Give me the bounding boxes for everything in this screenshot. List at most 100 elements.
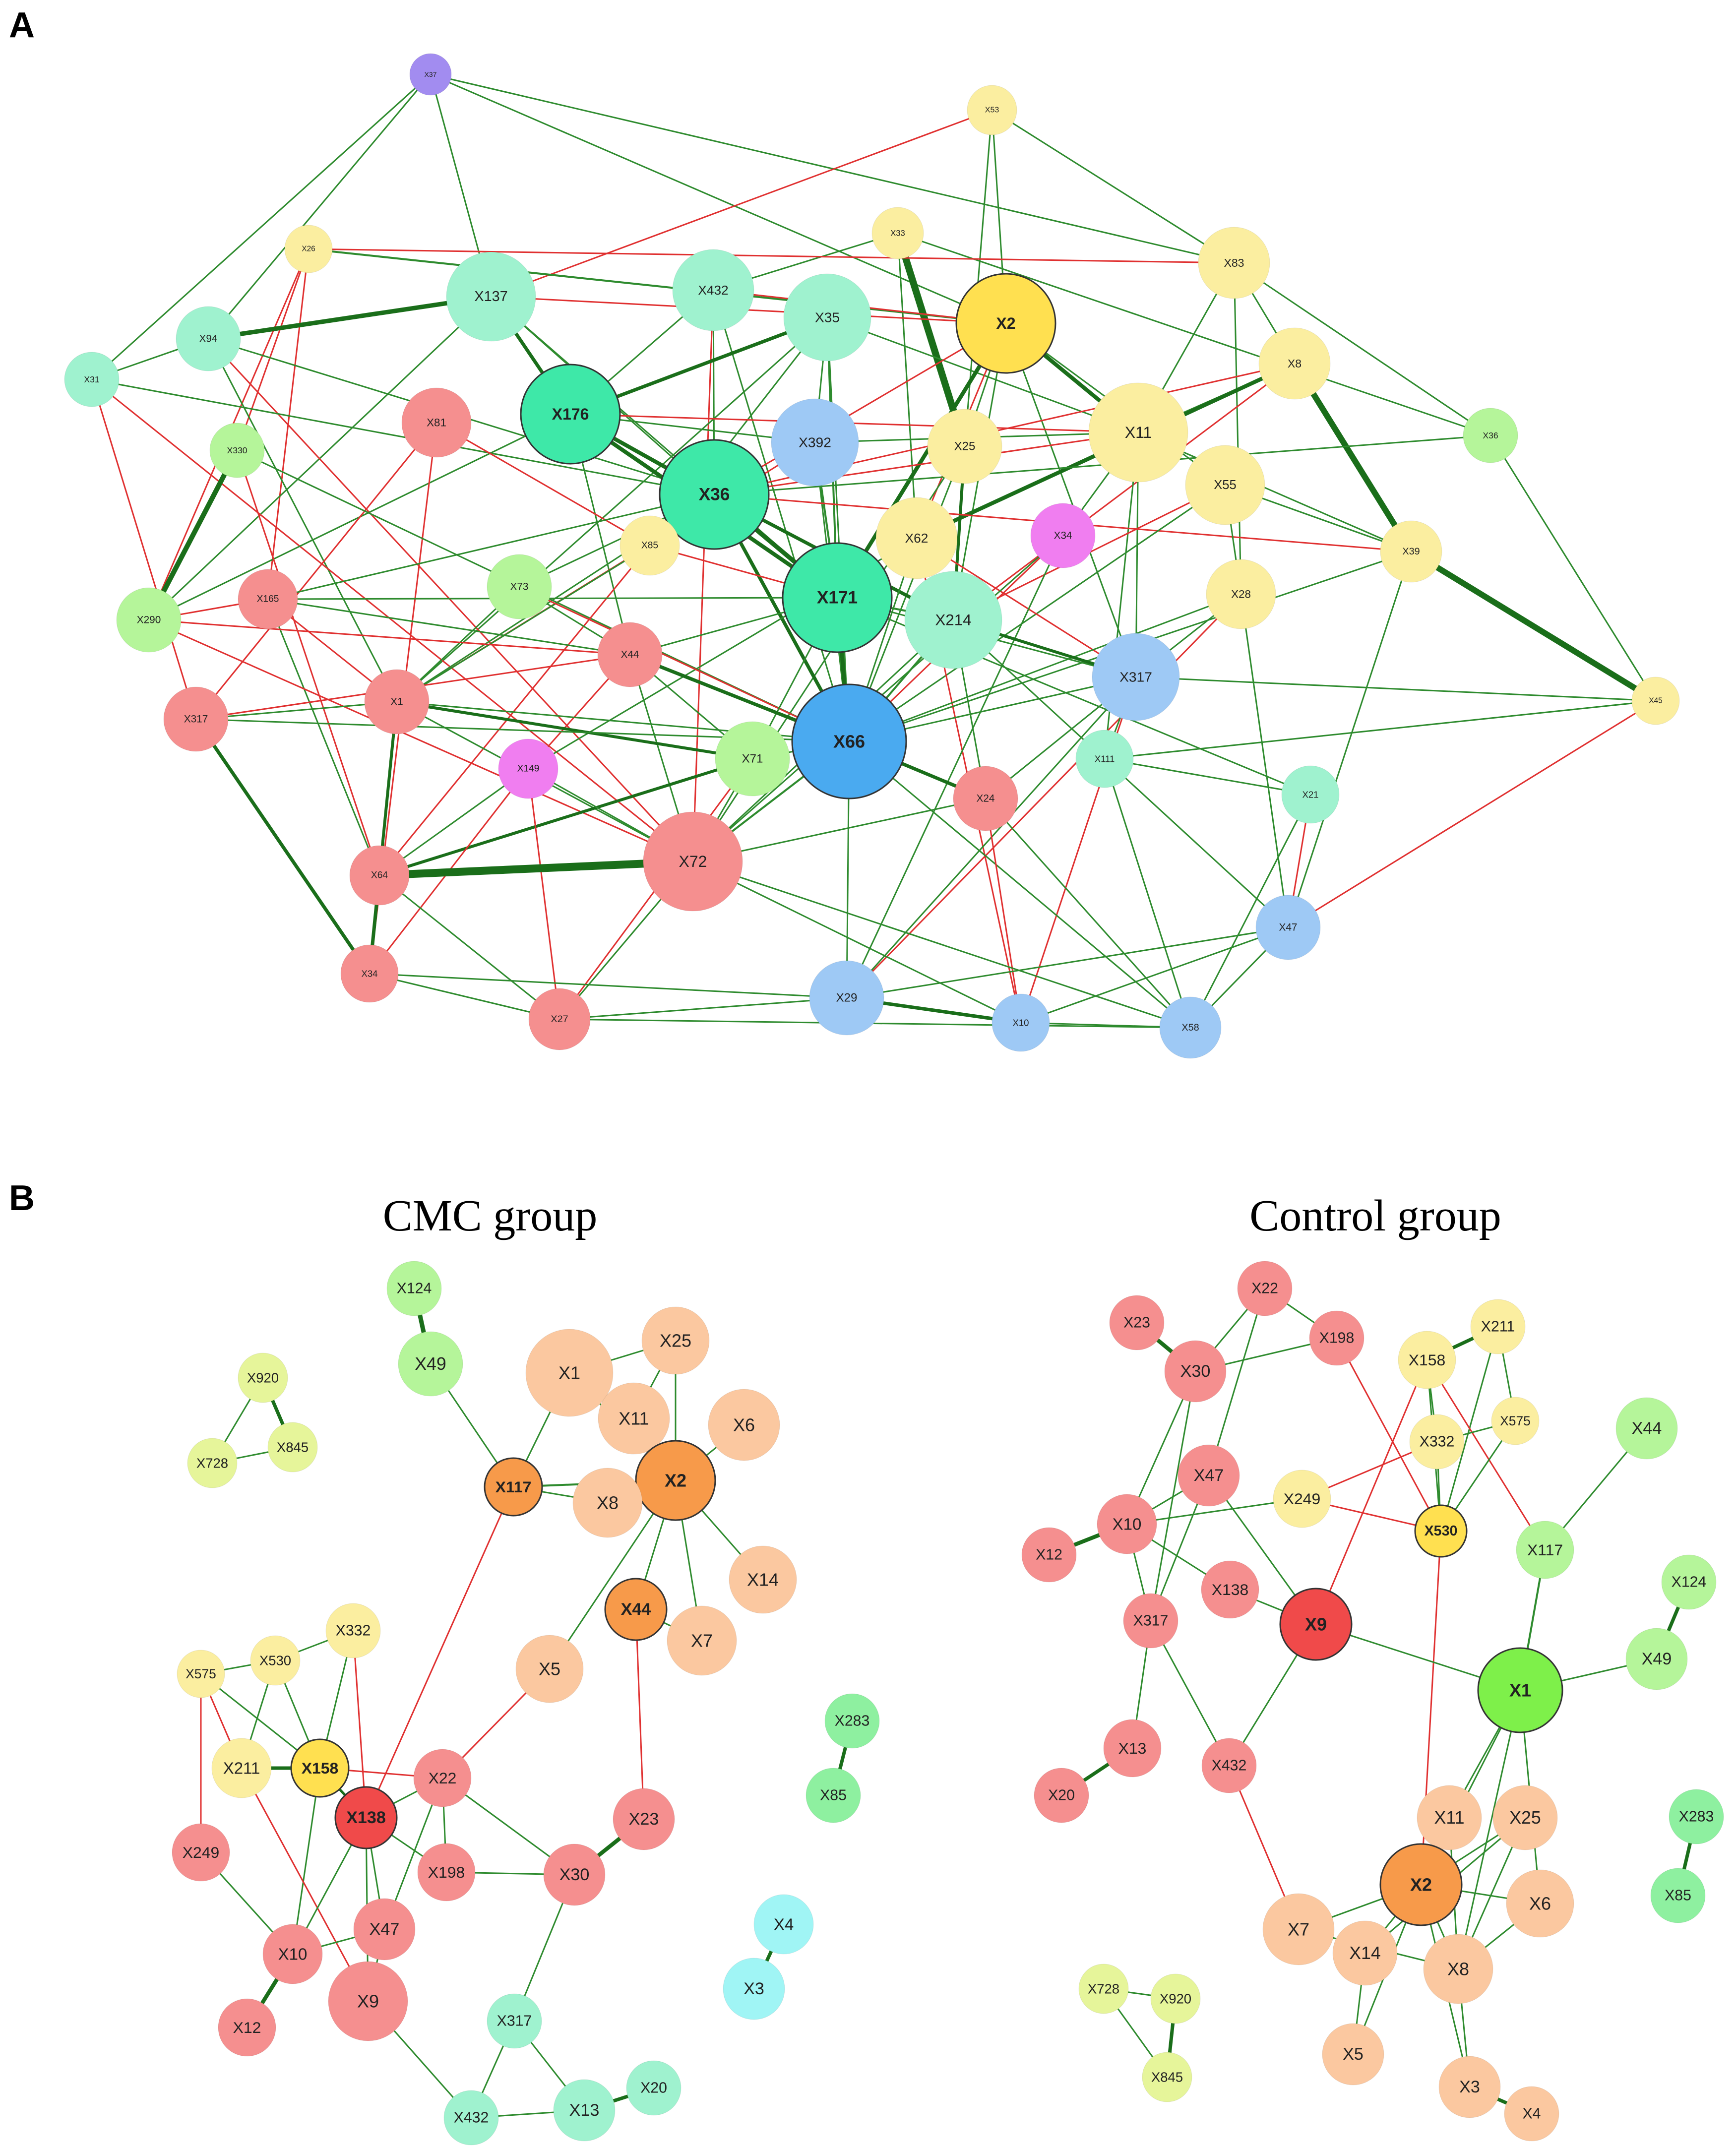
net-control-node-X49 — [1625, 1628, 1688, 1690]
net-a-edge-X24-X58 — [985, 798, 1191, 1028]
net-control-node-X44 — [1615, 1397, 1678, 1460]
net-cmc-node-label-X283: X283 — [835, 1713, 870, 1729]
net-cmc-node-X20 — [626, 2060, 682, 2116]
net-a-node-label-X290: X290 — [137, 614, 161, 626]
net-control-node-label-X332: X332 — [1420, 1434, 1455, 1450]
net-control-node-X30 — [1164, 1340, 1227, 1403]
net-cmc-node-label-X30: X30 — [559, 1865, 590, 1884]
net-a-node-label-X55: X55 — [1214, 478, 1237, 492]
net-a-edge-X432-X72 — [692, 290, 714, 862]
net-a-node-label-X111: X111 — [1095, 754, 1115, 764]
net-cmc-node-X920 — [238, 1352, 288, 1403]
net-a-edge-X165-X64 — [267, 599, 380, 876]
net-a-node-label-X64: X64 — [371, 870, 388, 881]
net-cmc-node-X7 — [667, 1605, 737, 1676]
net-a-node-X37 — [409, 53, 452, 96]
net-cmc-node-label-X845: X845 — [277, 1440, 309, 1455]
net-control-node-label-X22: X22 — [1251, 1281, 1278, 1297]
net-control-node-X14 — [1332, 1920, 1398, 1986]
net-control-node-X13 — [1103, 1719, 1162, 1778]
net-cmc-node-label-X12: X12 — [233, 2019, 261, 2036]
net-control-node-label-X117: X117 — [1527, 1541, 1563, 1559]
net-control-edge-X158-X117 — [1426, 1359, 1546, 1550]
net-control-node-X25 — [1492, 1785, 1558, 1850]
net-a-node-label-X392: X392 — [799, 435, 831, 450]
net-cmc-node-X728 — [187, 1438, 238, 1488]
net-a-edge-X8-X214 — [953, 363, 1295, 621]
net-a-node-X53 — [967, 85, 1017, 135]
net-a-edge-X94-X72 — [207, 338, 694, 862]
net-a-node-label-X37: X37 — [425, 70, 437, 78]
net-a-node-X58 — [1159, 996, 1222, 1059]
net-a-node-X73 — [487, 554, 552, 619]
net-control-node-label-X8: X8 — [1447, 1959, 1469, 1979]
net-cmc-node-label-X1: X1 — [558, 1363, 580, 1383]
net-cmc-node-label-X198: X198 — [428, 1863, 465, 1881]
net-control-node-label-X158: X158 — [1409, 1351, 1445, 1369]
net-a-node-X34 — [1030, 503, 1096, 568]
net-cmc-node-label-X44: X44 — [621, 1600, 651, 1619]
net-a-edge-X37-X94 — [207, 74, 432, 339]
net-control-node-label-X3: X3 — [1459, 2078, 1480, 2096]
net-control-node-X85 — [1650, 1868, 1706, 1923]
net-a-node-X47 — [1255, 895, 1321, 960]
net-cmc-node-X158 — [290, 1738, 350, 1798]
net-cmc-node-label-X728: X728 — [196, 1456, 228, 1471]
net-cmc-node-label-X23: X23 — [629, 1810, 659, 1829]
net-cmc-node-label-X22: X22 — [429, 1769, 457, 1787]
net-a-node-label-X165: X165 — [257, 594, 279, 605]
net-cmc-node-X14 — [729, 1545, 797, 1614]
net-control-node-X158 — [1398, 1331, 1456, 1389]
net-cmc-node-label-X85: X85 — [820, 1787, 847, 1804]
net-control-node-X124 — [1661, 1554, 1717, 1610]
net-control-node-label-X49: X49 — [1642, 1650, 1672, 1668]
net-a-node-label-X33: X33 — [890, 229, 905, 238]
net-cmc-node-X49 — [398, 1331, 463, 1397]
net-control-node-X8 — [1423, 1934, 1493, 2004]
net-a-edge-X31-X72 — [91, 378, 693, 862]
net-cmc-node-label-X3: X3 — [744, 1979, 764, 1998]
net-cmc-node-label-X20: X20 — [640, 2080, 667, 2096]
net-cmc-node-X23 — [613, 1788, 675, 1850]
net-a-edge-X55-X66 — [849, 484, 1226, 742]
net-a-node-label-X45: X45 — [1649, 697, 1662, 705]
net-a-node-label-X432: X432 — [698, 283, 728, 298]
net-control-node-X211 — [1470, 1299, 1526, 1354]
net-a-node-X330 — [209, 423, 265, 478]
net-cmc-node-X25 — [641, 1306, 710, 1375]
net-cmc-node-X283 — [824, 1693, 880, 1749]
net-a-edge-X33-X62 — [897, 233, 918, 539]
net-a-edge-X34b-X27 — [369, 973, 560, 1020]
net-a-edge-X35-X66 — [826, 317, 850, 742]
net-a-edge-X8-X39 — [1292, 362, 1414, 553]
net-a-edge-X317-X10 — [1020, 676, 1137, 1023]
net-control-node-label-X198: X198 — [1319, 1330, 1355, 1347]
net-a-edge-X34b-X29 — [369, 973, 847, 999]
net-control-node-X20 — [1034, 1768, 1089, 1823]
net-a-edge-X85-X64 — [378, 545, 651, 876]
net-a-node-X31 — [64, 352, 120, 407]
net-a-node-X149 — [498, 738, 558, 799]
net-cmc-node-label-X920: X920 — [247, 1370, 279, 1386]
net-a-edge-X26-X2 — [308, 248, 1006, 324]
net-control-node-label-X13: X13 — [1118, 1739, 1147, 1757]
net-a-node-label-X47: X47 — [1279, 922, 1297, 933]
net-control-node-label-X249: X249 — [1284, 1490, 1320, 1508]
net-a-edge-X83-X36b — [1234, 262, 1491, 436]
net-a-edge-X290-X72 — [148, 619, 693, 862]
net-a-node-X25 — [927, 409, 1002, 484]
net-cmc-node-X47 — [353, 1898, 416, 1961]
net-a-node-X29 — [809, 960, 884, 1036]
net-cmc-node-X3 — [723, 1958, 785, 2020]
net-a-edge-X11-X36 — [714, 431, 1139, 495]
net-a-node-label-X214: X214 — [935, 612, 971, 629]
net-control-node-X23 — [1109, 1295, 1165, 1350]
net-a-node-label-X171: X171 — [817, 588, 858, 608]
net-a-node-X290 — [116, 587, 182, 653]
net-a-node-X83 — [1198, 227, 1270, 299]
net-cmc-node-X530 — [250, 1635, 301, 1686]
net-cmc-node-X12 — [218, 1998, 276, 2057]
net-a-edge-X53-X83 — [992, 109, 1235, 264]
